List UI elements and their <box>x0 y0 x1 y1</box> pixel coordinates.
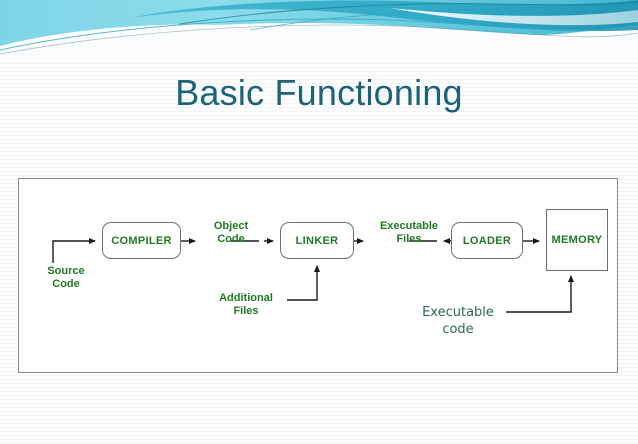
label-additional-files: Additional Files <box>219 292 273 317</box>
label-source-code: Source Code <box>47 265 85 290</box>
diagram-frame: COMPILER LINKER LOADER MEMORY Source Cod… <box>18 178 618 373</box>
process-box-loader-label: LOADER <box>462 234 512 247</box>
arrow-source-to-compiler <box>52 238 96 263</box>
arrow-additionalfiles-to-linker <box>287 265 320 301</box>
process-box-linker-label: LINKER <box>295 234 339 247</box>
label-executable-files: Executable Files <box>379 220 439 245</box>
process-box-linker[interactable]: LINKER <box>280 222 354 259</box>
arrow-execcode-to-memory <box>506 275 574 313</box>
label-object-code: Object Code <box>213 220 249 245</box>
diagram-connectors <box>52 238 574 313</box>
wave-banner-decor <box>0 0 638 62</box>
process-box-compiler-label: COMPILER <box>111 234 172 247</box>
process-box-compiler[interactable]: COMPILER <box>102 222 181 259</box>
label-executable-code: Executable code <box>422 305 494 337</box>
process-box-memory-label: MEMORY <box>551 234 603 246</box>
process-box-loader[interactable]: LOADER <box>451 222 523 259</box>
process-box-memory[interactable]: MEMORY <box>546 209 608 271</box>
page-title: Basic Functioning <box>175 72 463 113</box>
